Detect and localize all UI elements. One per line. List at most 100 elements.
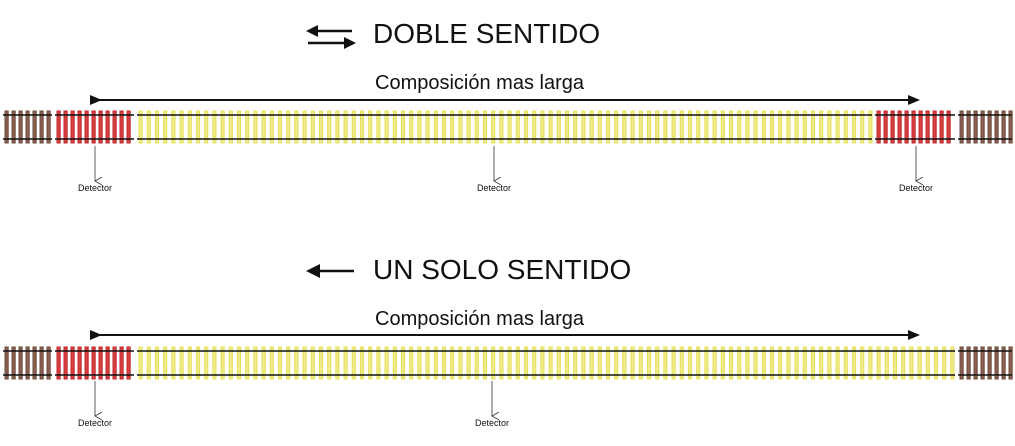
track-tie (1008, 346, 1013, 380)
track-tie (277, 346, 283, 380)
track-tie (105, 110, 110, 144)
track-tie (630, 110, 635, 144)
track-tie (589, 346, 594, 380)
track-tie (187, 110, 192, 144)
track-tie (228, 346, 233, 380)
track-tie (171, 110, 176, 144)
track-tie (335, 346, 340, 380)
track-tie (638, 346, 643, 380)
track-tie (810, 346, 816, 380)
track-tie (532, 346, 537, 380)
track-tie (704, 110, 709, 144)
track-tie (220, 110, 225, 144)
track-tie (614, 346, 619, 380)
track-tie (973, 110, 978, 144)
track-tie (959, 110, 964, 144)
track-segment-red (875, 110, 955, 144)
track-tie (474, 346, 479, 380)
track-tie (753, 346, 758, 380)
title-un-solo-sentido: UN SOLO SENTIDO (373, 254, 632, 285)
track-tie (11, 110, 16, 144)
track-tie (802, 110, 807, 144)
track-tie (491, 110, 496, 144)
track-tie (351, 346, 356, 380)
track-tie (883, 110, 888, 144)
track-tie (482, 110, 488, 144)
track-tie (392, 346, 397, 380)
track-tie (400, 346, 406, 380)
track-tie (98, 110, 103, 144)
track-tie (540, 346, 545, 380)
track-tie (966, 346, 971, 380)
track-tie (302, 110, 307, 144)
track-tie (843, 346, 848, 380)
track-tie (491, 346, 496, 380)
track-tie (98, 346, 103, 380)
track-tie (105, 346, 110, 380)
track-tie (1001, 110, 1006, 144)
track-tie (851, 346, 857, 380)
track-tie (696, 346, 701, 380)
track-tie (204, 110, 209, 144)
track-tie (119, 110, 124, 144)
track-tie (745, 110, 750, 144)
track-tie (39, 110, 44, 144)
track-tie (376, 110, 381, 144)
track-tie (994, 346, 999, 380)
track-tie (359, 346, 365, 380)
track-tie (911, 110, 916, 144)
track-tie (720, 110, 725, 144)
track-tie (154, 346, 160, 380)
track-tie (384, 110, 389, 144)
track-tie (720, 346, 725, 380)
track-tie (351, 110, 356, 144)
track-tie (245, 110, 250, 144)
track-tie (851, 110, 857, 144)
track-tie (950, 346, 955, 380)
track-tie (523, 346, 529, 380)
track-tie (318, 110, 324, 144)
track-tie (605, 110, 611, 144)
track-tie (425, 110, 430, 144)
track-tie (466, 346, 471, 380)
track-tie (630, 346, 635, 380)
track-tie (835, 110, 840, 144)
track-tie (1001, 346, 1006, 380)
composition-label-bottom: Composición mas larga (375, 308, 584, 330)
track-tie (368, 110, 373, 144)
track-tie (712, 110, 717, 144)
track-tie (433, 110, 438, 144)
track-tie (932, 110, 937, 144)
track-tie (663, 346, 668, 380)
track-tie (70, 346, 75, 380)
track-tie (860, 110, 865, 144)
track-segment-yellow (137, 346, 955, 380)
track-tie (737, 110, 742, 144)
track-tie (466, 110, 471, 144)
track-tie (802, 346, 807, 380)
track-tie (876, 110, 881, 144)
track-tie (253, 110, 258, 144)
track-tie (622, 110, 627, 144)
track-tie (70, 110, 75, 144)
track-tie (163, 110, 168, 144)
track-tie (63, 110, 68, 144)
composition-label-top: Composición mas larga (375, 72, 584, 94)
track-tie (138, 346, 143, 380)
track-tie (987, 346, 992, 380)
track-tie (564, 110, 570, 144)
track-tie (425, 346, 430, 380)
track-tie (663, 110, 668, 144)
track-tie (277, 110, 283, 144)
track-tie (32, 110, 37, 144)
track-tie (4, 346, 9, 380)
track-tie (753, 110, 758, 144)
track-tie (614, 110, 619, 144)
track-tie (294, 110, 299, 144)
detector-pointers (95, 146, 916, 416)
track-tie (884, 346, 889, 380)
track-tie (1008, 110, 1013, 144)
track-tie (794, 346, 799, 380)
track-tie (778, 110, 783, 144)
